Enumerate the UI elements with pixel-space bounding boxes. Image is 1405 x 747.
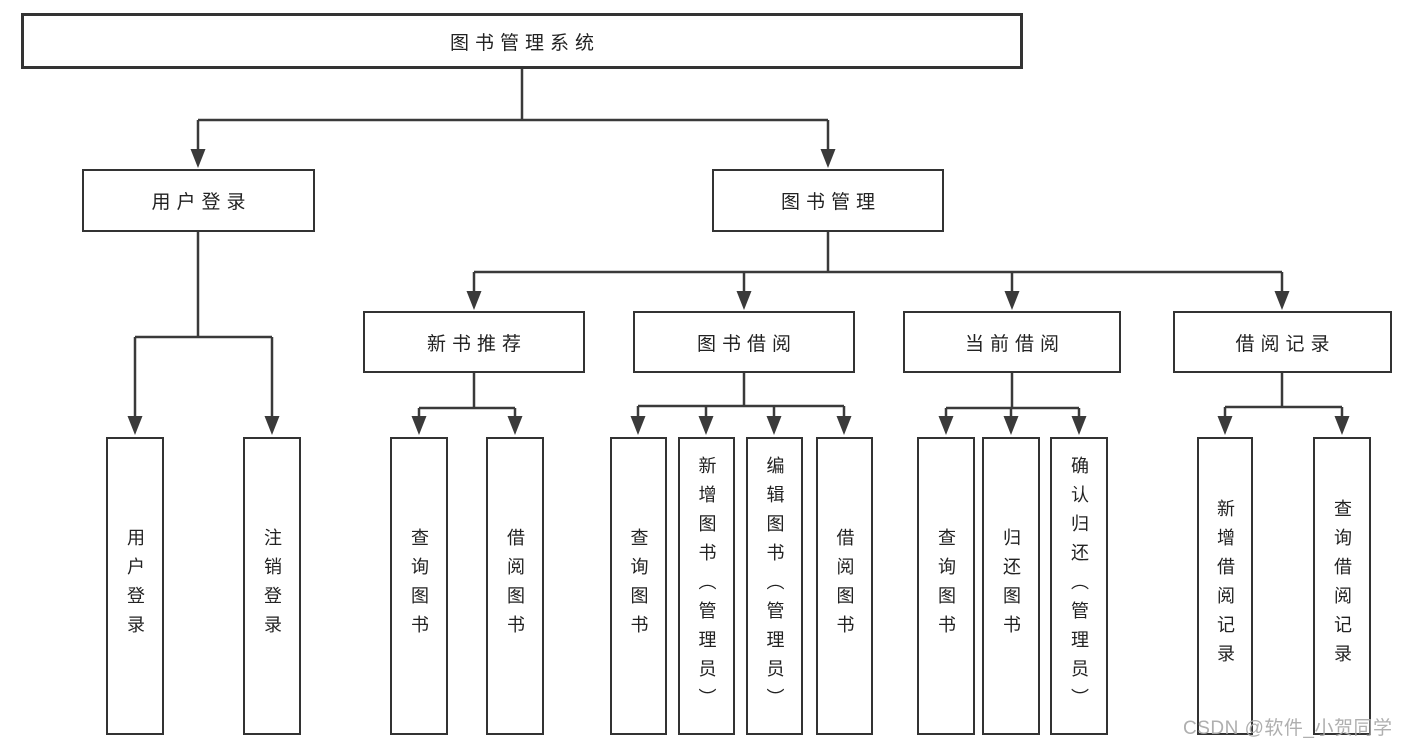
leaf-return-book-label: 归还图书 — [1001, 528, 1021, 644]
leaf-query-borrow-record: 查询借阅记录 — [1313, 437, 1371, 735]
leaf-add-borrow-record: 新增借阅记录 — [1197, 437, 1253, 735]
leaf-query-books-borrow-label: 查询图书 — [628, 528, 649, 644]
box-new-book-recommend-label: 新书推荐 — [426, 333, 527, 355]
leaf-borrow-books: 借阅图书 — [816, 437, 873, 735]
leaf-borrow-books-label: 借阅图书 — [834, 528, 855, 644]
leaf-logout: 注销登录 — [243, 437, 301, 735]
box-borrow-records: 借阅记录 — [1173, 311, 1392, 373]
box-current-borrow-label: 当前借阅 — [964, 333, 1065, 355]
leaf-user-login-label: 用户登录 — [125, 528, 145, 644]
box-current-borrow: 当前借阅 — [903, 311, 1121, 373]
leaf-user-login: 用户登录 — [106, 437, 164, 735]
arrowheads — [127, 149, 1350, 435]
leaf-query-books-current: 查询图书 — [917, 437, 975, 735]
box-user-login: 用户登录 — [82, 169, 315, 232]
leaf-logout-label: 注销登录 — [262, 528, 282, 644]
box-book-management: 图书管理 — [712, 169, 944, 232]
leaf-query-borrow-record-label: 查询借阅记录 — [1332, 499, 1352, 673]
root-label: 图书管理系统 — [449, 32, 600, 54]
box-book-borrow: 图书借阅 — [633, 311, 855, 373]
box-book-management-label: 图书管理 — [780, 192, 881, 213]
box-borrow-records-label: 借阅记录 — [1235, 333, 1336, 355]
root-box-library-system: 图书管理系统 — [21, 13, 1023, 69]
leaf-confirm-return-admin-label: 确认归还（管理员） — [1069, 455, 1089, 717]
leaf-query-books-borrow: 查询图书 — [610, 437, 667, 735]
leaf-edit-book-admin: 编辑图书（管理员） — [746, 437, 803, 735]
box-book-borrow-label: 图书借阅 — [696, 333, 797, 355]
leaf-return-book: 归还图书 — [982, 437, 1040, 735]
box-user-login-label: 用户登录 — [151, 192, 252, 213]
leaf-confirm-return-admin: 确认归还（管理员） — [1050, 437, 1108, 735]
leaf-borrow-books-recommend-label: 借阅图书 — [505, 528, 525, 644]
box-new-book-recommend: 新书推荐 — [363, 311, 585, 373]
leaf-query-books-recommend: 查询图书 — [390, 437, 448, 735]
leaf-edit-book-admin-label: 编辑图书（管理员） — [764, 455, 785, 717]
csdn-watermark: CSDN @软件_小贺同学 — [1183, 718, 1393, 739]
leaf-query-books-recommend-label: 查询图书 — [409, 528, 429, 644]
leaf-query-books-current-label: 查询图书 — [936, 528, 956, 644]
leaf-add-borrow-record-label: 新增借阅记录 — [1215, 499, 1235, 673]
leaf-add-book-admin-label: 新增图书（管理员） — [696, 455, 717, 717]
leaf-borrow-books-recommend: 借阅图书 — [486, 437, 544, 735]
leaf-add-book-admin: 新增图书（管理员） — [678, 437, 735, 735]
